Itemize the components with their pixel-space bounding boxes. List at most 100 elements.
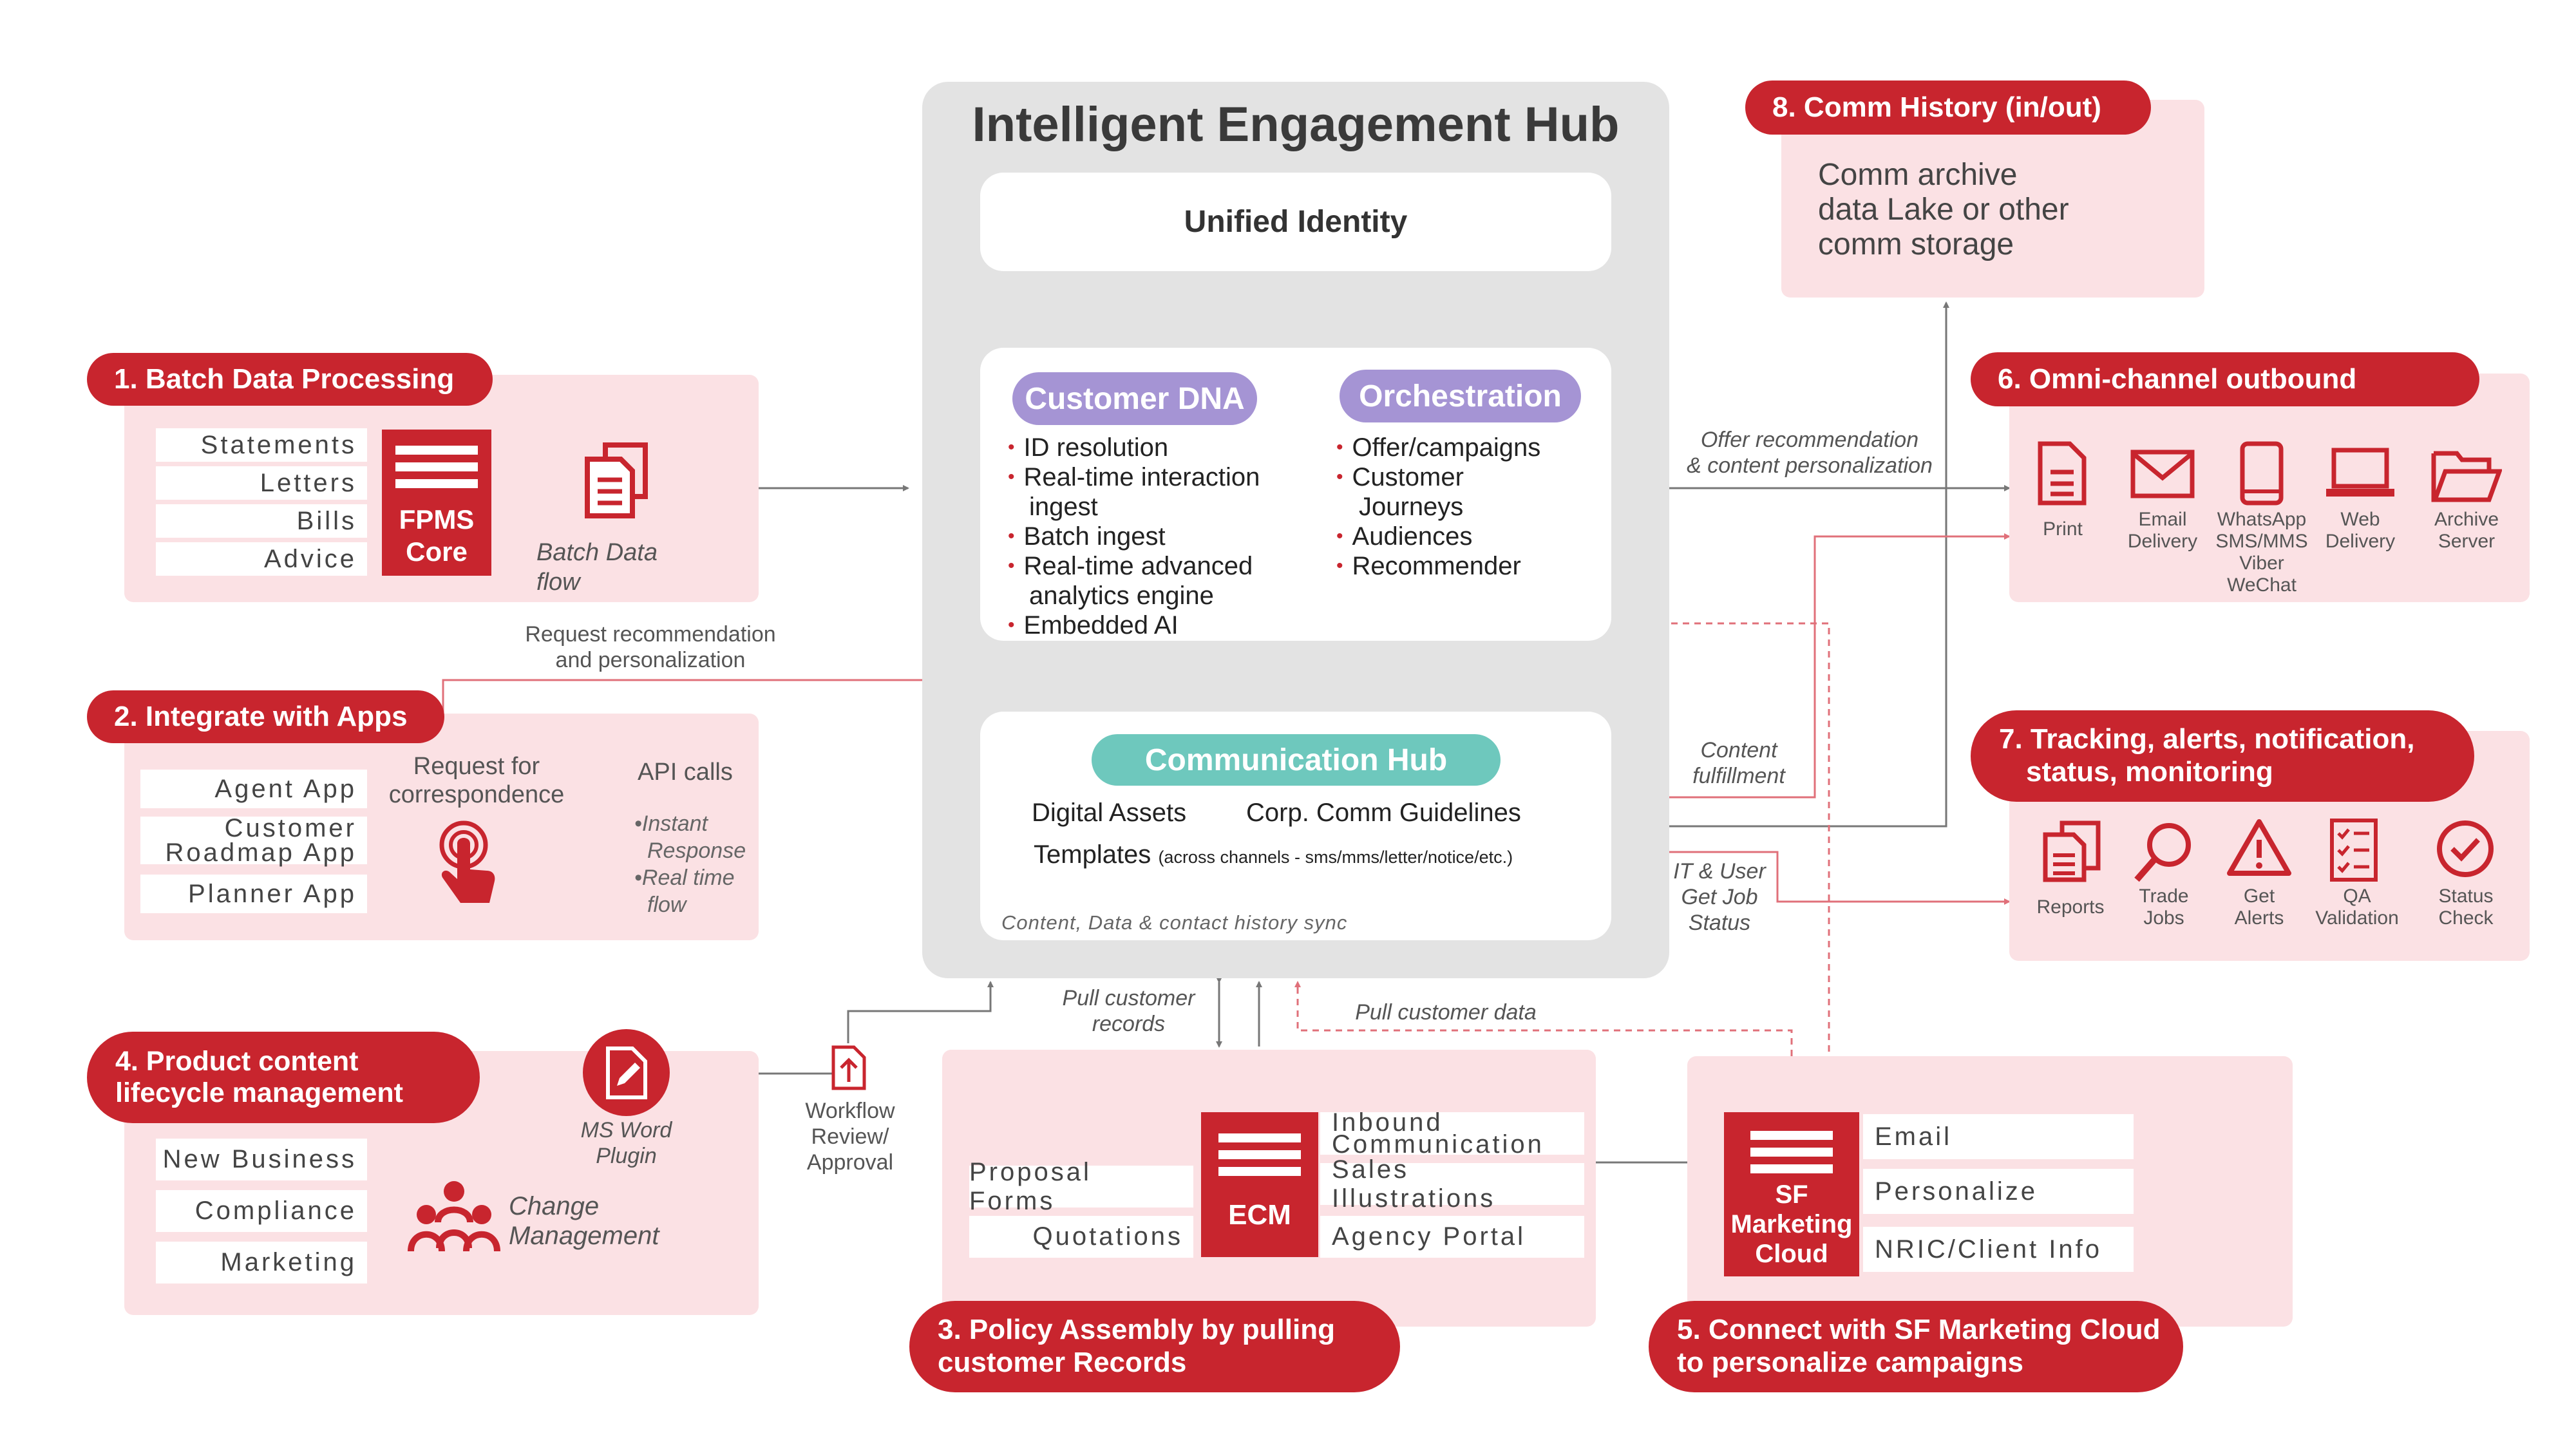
marketing-item[interactable]: Marketing — [156, 1242, 367, 1283]
roadmap-app-label: Roadmap App — [165, 838, 357, 867]
digital-assets-label: Digital Assets — [1032, 799, 1187, 827]
workflow-upload-icon[interactable] — [831, 1045, 867, 1091]
proposal-forms-item[interactable]: Proposal Forms — [969, 1158, 1193, 1215]
check-circle-icon[interactable] — [2434, 818, 2496, 880]
fpms-core-box[interactable]: FPMS Core — [382, 430, 491, 576]
touch-icon — [439, 820, 495, 903]
ecm-stack-icon — [1218, 1133, 1301, 1176]
integrate-apps-title: 2. Integrate with Apps — [87, 690, 444, 743]
unified-identity-label: Unified Identity — [1184, 205, 1408, 239]
orchestration-badge[interactable]: Orchestration — [1340, 370, 1581, 422]
cloud-label: Cloud — [1755, 1240, 1828, 1268]
sf-stack-icon — [1750, 1131, 1833, 1173]
inbound-communication-item[interactable]: Inbound Communication — [1320, 1108, 1584, 1159]
folder-icon[interactable] — [2431, 450, 2502, 502]
templates-note: (across channels - sms/mms/letter/notice… — [1158, 848, 1513, 867]
reports-label: Reports — [2036, 896, 2105, 918]
sync-label: Content, Data & contact history sync — [1001, 911, 1348, 934]
dna-item-realtime-interaction-cont: ingest — [1029, 493, 1098, 521]
sf-marketing-cloud-box[interactable]: SF Marketing Cloud — [1724, 1112, 1859, 1276]
batch-processing-title: 1. Batch Data Processing — [87, 353, 493, 406]
search-icon[interactable] — [2132, 819, 2196, 884]
comm-history-title: 8. Comm History (in/out) — [1745, 80, 2151, 135]
dna-item-analytics-cont: analytics engine — [1029, 582, 1214, 610]
reports-icon[interactable] — [2040, 819, 2105, 884]
orch-item-customer: •Customer — [1336, 463, 1464, 491]
inbound-label: Inbound — [1332, 1108, 1443, 1137]
guidelines-label: Corp. Comm Guidelines — [1246, 799, 1521, 827]
api-calls-label: API calls — [638, 759, 733, 786]
email-icon[interactable] — [2130, 450, 2195, 498]
ecm-label: ECM — [1228, 1199, 1291, 1231]
orch-item-offer: •Offer/campaigns — [1336, 433, 1541, 462]
unified-identity-card[interactable]: Unified Identity — [980, 173, 1611, 271]
email-item[interactable]: Email — [1863, 1114, 2134, 1159]
sales-illustrations-item[interactable]: Sales Illustrations — [1320, 1155, 1584, 1213]
new-business-item[interactable]: New Business — [156, 1139, 367, 1180]
dna-item-batch-ingest: •Batch ingest — [1008, 522, 1166, 551]
marketing-label: Marketing — [1730, 1210, 1853, 1238]
orch-item-journeys: Journeys — [1359, 493, 1464, 521]
letters-item[interactable]: Letters — [156, 466, 367, 500]
omni-channel-title: 6. Omni-channel outbound — [1971, 352, 2479, 406]
statements-item[interactable]: Statements — [156, 428, 367, 462]
tracking-title: 7. Tracking, alerts, notification,status… — [1971, 710, 2474, 802]
offer-recommendation-label: Offer recommendation& content personaliz… — [1687, 428, 1933, 478]
pull-data-label: Pull customer data — [1355, 1000, 1537, 1025]
laptop-icon[interactable] — [2325, 448, 2396, 499]
ms-word-plugin-icon[interactable] — [583, 1029, 670, 1116]
bills-item[interactable]: Bills — [156, 504, 367, 538]
communication-hub-badge[interactable]: Communication Hub — [1092, 734, 1501, 786]
omni-channel-panel — [2009, 374, 2530, 602]
dna-item-embedded-ai: •Embedded AI — [1008, 611, 1179, 639]
quotations-item[interactable]: Quotations — [969, 1216, 1193, 1258]
advice-item[interactable]: Advice — [156, 542, 367, 576]
people-icon — [408, 1181, 500, 1252]
templates-label: Templates — [1034, 840, 1151, 869]
print-label: Print — [2043, 518, 2083, 540]
compliance-item[interactable]: Compliance — [156, 1190, 367, 1232]
templates-row: Templates (across channels - sms/mms/let… — [1034, 840, 1513, 869]
agency-portal-item[interactable]: Agency Portal — [1320, 1216, 1584, 1258]
dna-item-analytics: •Real-time advanced — [1008, 552, 1253, 580]
phone-icon[interactable] — [2239, 441, 2285, 506]
alert-icon[interactable] — [2227, 818, 2291, 876]
customer-dna-badge[interactable]: Customer DNA — [1012, 372, 1257, 425]
dna-item-realtime-interaction: •Real-time interaction — [1008, 463, 1260, 491]
hub-title: Intelligent Engagement Hub — [972, 97, 1620, 152]
planner-app-item[interactable]: Planner App — [140, 875, 367, 913]
dna-item-id-resolution: •ID resolution — [1008, 433, 1169, 462]
communication-label: Communication — [1332, 1130, 1544, 1159]
ecm-box[interactable]: ECM — [1201, 1112, 1318, 1257]
roadmap-app-item[interactable]: Customer Roadmap App — [140, 814, 367, 867]
orch-item-audiences: •Audiences — [1336, 522, 1473, 551]
orch-item-recommender: •Recommender — [1336, 552, 1521, 580]
print-icon[interactable] — [2036, 441, 2088, 506]
customer-label: Customer — [224, 814, 357, 842]
document-edit-icon — [605, 1046, 647, 1099]
personalize-item[interactable]: Personalize — [1863, 1169, 2134, 1214]
agent-app-item[interactable]: Agent App — [140, 770, 367, 808]
documents-icon — [585, 442, 648, 518]
checklist-icon[interactable] — [2328, 818, 2380, 882]
nric-client-info-item[interactable]: NRIC/Client Info — [1863, 1227, 2134, 1272]
